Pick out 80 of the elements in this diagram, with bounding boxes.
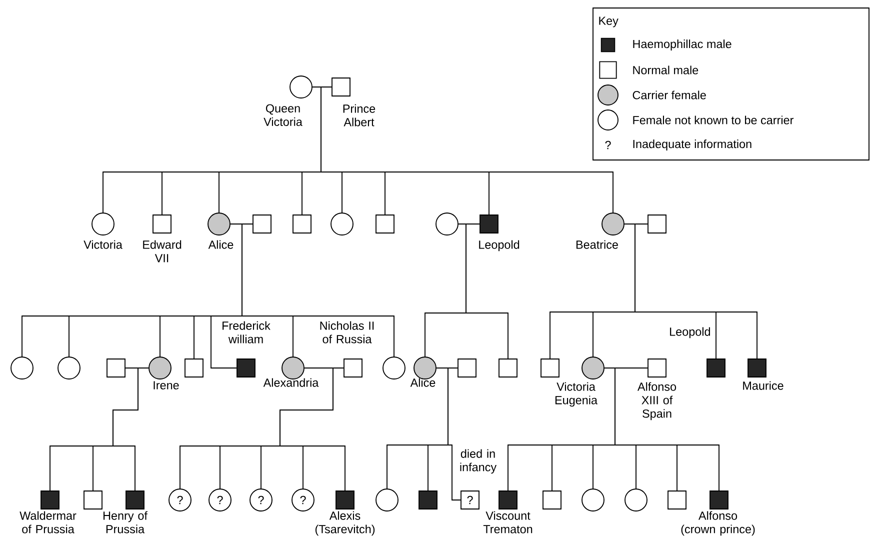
name-label: Irene [154,381,179,390]
descent-line [604,368,720,491]
descent-line [230,224,394,357]
name-label: Waldermar of Prussia [20,511,76,534]
name-label: Prince Albert [343,104,376,126]
descent-line [112,368,149,491]
pedigree-circle [290,76,312,98]
legend-text: Carrier female [632,90,706,100]
legend-text: Normal male [633,66,698,74]
pedigree-square [84,490,102,510]
key-title: Key [599,16,618,28]
pedigree-square [252,214,272,234]
pedigree-circle [602,212,624,236]
pedigree-square [152,214,172,234]
pedigree-square [480,214,498,234]
pedigree-circle [330,212,354,236]
pedigree-square [648,214,666,234]
pedigree-square [458,358,476,378]
pedigree-square [336,490,354,510]
name-label: Alice [410,378,436,387]
pedigree-circle [10,356,34,380]
name-label: Leopold [670,327,710,338]
legend-text: Inadequate information [633,140,752,150]
name-label: Queen Victoria [264,104,302,126]
name-label: Victoria [84,240,122,249]
pedigree-square [332,78,350,96]
name-label: Maurice [743,381,784,390]
pedigree-circle [582,488,604,512]
descent-line [624,224,758,359]
pedigree-circle [414,356,436,380]
pedigree-square [498,358,518,378]
pedigree-square [184,358,204,378]
pedigree-circle [382,356,406,380]
pedigree-square [126,490,144,510]
descent-line [466,224,508,359]
legend-text: Haemophillac male [633,40,732,50]
pedigree-circle [376,488,398,512]
pedigree-circle [436,212,458,236]
name-label: Alexis (Tsarevitch) [315,511,375,536]
name-label: Frederick william [222,321,270,344]
pedigree-square [706,358,726,378]
name-label: Nicholas II of Russia [320,321,374,344]
pedigree-circle [92,212,114,236]
pedigree-square [542,490,562,510]
pedigree-square [106,358,126,378]
name-label: Viscount Trematon [483,511,532,534]
name-label: Alfonso (crown prince) [681,511,755,536]
pedigree-square [236,358,256,378]
pedigree-square [710,490,728,510]
name-label: Henry of Prussia [104,511,148,534]
pedigree-square [344,358,362,378]
pedigree-square [498,490,518,510]
pedigree-circle [58,356,80,380]
pedigree-circle [624,488,648,512]
pedigree-circle [208,212,230,236]
name-label: Beatrice [576,240,618,249]
name-label: Alexandria [263,378,319,387]
pedigree-circle [582,356,604,380]
name-label: Victoria Eugenia [555,382,598,407]
pedigree-square [376,214,394,234]
name-label: Leopold [479,240,520,252]
descent-line [280,368,346,491]
pedigree-square [668,490,686,510]
name-label: Alfonso XIII of Spain [637,382,676,420]
pedigree-square [648,358,666,378]
pedigree-square [748,358,766,378]
pedigree-square [418,490,438,510]
name-label: Alice [208,240,234,249]
pedigree-circle [282,356,304,380]
descent-line [436,368,461,500]
name-label: died in infancy [460,449,497,474]
legend-text: Female not known to be carrier [633,116,794,124]
pedigree-square [292,214,312,234]
legend-sample: ? [605,140,611,150]
pedigree-square: ? [460,490,480,510]
name-label: Edward VII [143,240,182,262]
descent-line [312,86,614,213]
pedigree-square [40,490,60,510]
pedigree-square [540,358,560,378]
pedigree-circle [148,356,172,380]
